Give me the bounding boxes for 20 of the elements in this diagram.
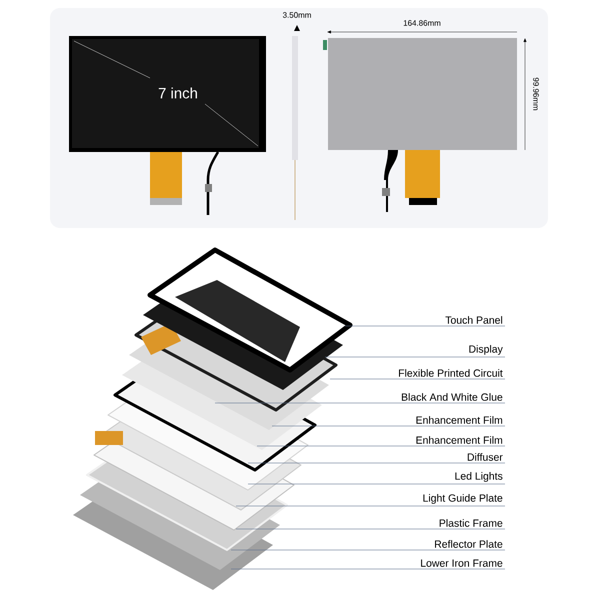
layer-label: Light Guide Plate xyxy=(423,494,502,504)
layer-label: Plastic Frame xyxy=(440,519,502,527)
layer-label: Reflector Plate xyxy=(435,540,502,548)
layer-label: Display xyxy=(469,345,503,355)
leader-line xyxy=(214,402,506,404)
leader-line xyxy=(324,356,506,358)
leader-line xyxy=(248,462,506,464)
layer-label: Lower Iron Frame xyxy=(421,560,502,567)
leader-line xyxy=(230,568,506,570)
layer-label: Led Lights xyxy=(455,472,502,482)
leader-line xyxy=(236,528,506,530)
layer-label: Black And White Glue xyxy=(402,393,502,401)
layer-label: Diffuser xyxy=(468,453,503,461)
layer-label: Enhancement Film xyxy=(416,416,502,424)
leader-line xyxy=(330,378,506,380)
layer-sheet xyxy=(148,248,352,372)
layer-label: Touch Panel xyxy=(445,316,502,324)
layer-label: Enhancement Film xyxy=(416,436,502,444)
layer-label: Flexible Printed Circuit xyxy=(399,369,503,377)
size-label: 7 inch xyxy=(158,88,197,98)
